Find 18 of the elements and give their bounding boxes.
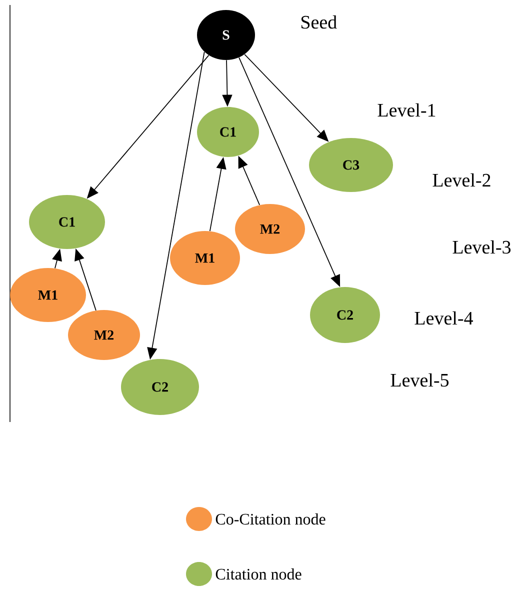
co-citation-node: M2 xyxy=(68,310,140,360)
legend-label: Citation node xyxy=(216,568,302,580)
level-label: Level-2 xyxy=(432,173,490,187)
citation-node: C2 xyxy=(310,287,380,343)
level-label: Level-4 xyxy=(414,311,473,325)
level-label: Level-5 xyxy=(390,373,449,387)
co-citation-node: M1 xyxy=(170,231,240,285)
legend-label: Co-Citation node xyxy=(216,513,326,525)
citation-node: C3 xyxy=(309,138,393,192)
co-citation-node: M1 xyxy=(10,268,86,322)
citation-node: C2 xyxy=(121,359,199,415)
seed-node: S xyxy=(197,10,255,60)
citation-node: C1 xyxy=(197,107,259,157)
seed-label: Seed xyxy=(301,15,337,29)
citation-node: C1 xyxy=(29,195,105,249)
level-label: Level-1 xyxy=(378,103,436,117)
level-label: Level-3 xyxy=(452,240,511,254)
co-citation-node: M2 xyxy=(235,204,305,254)
